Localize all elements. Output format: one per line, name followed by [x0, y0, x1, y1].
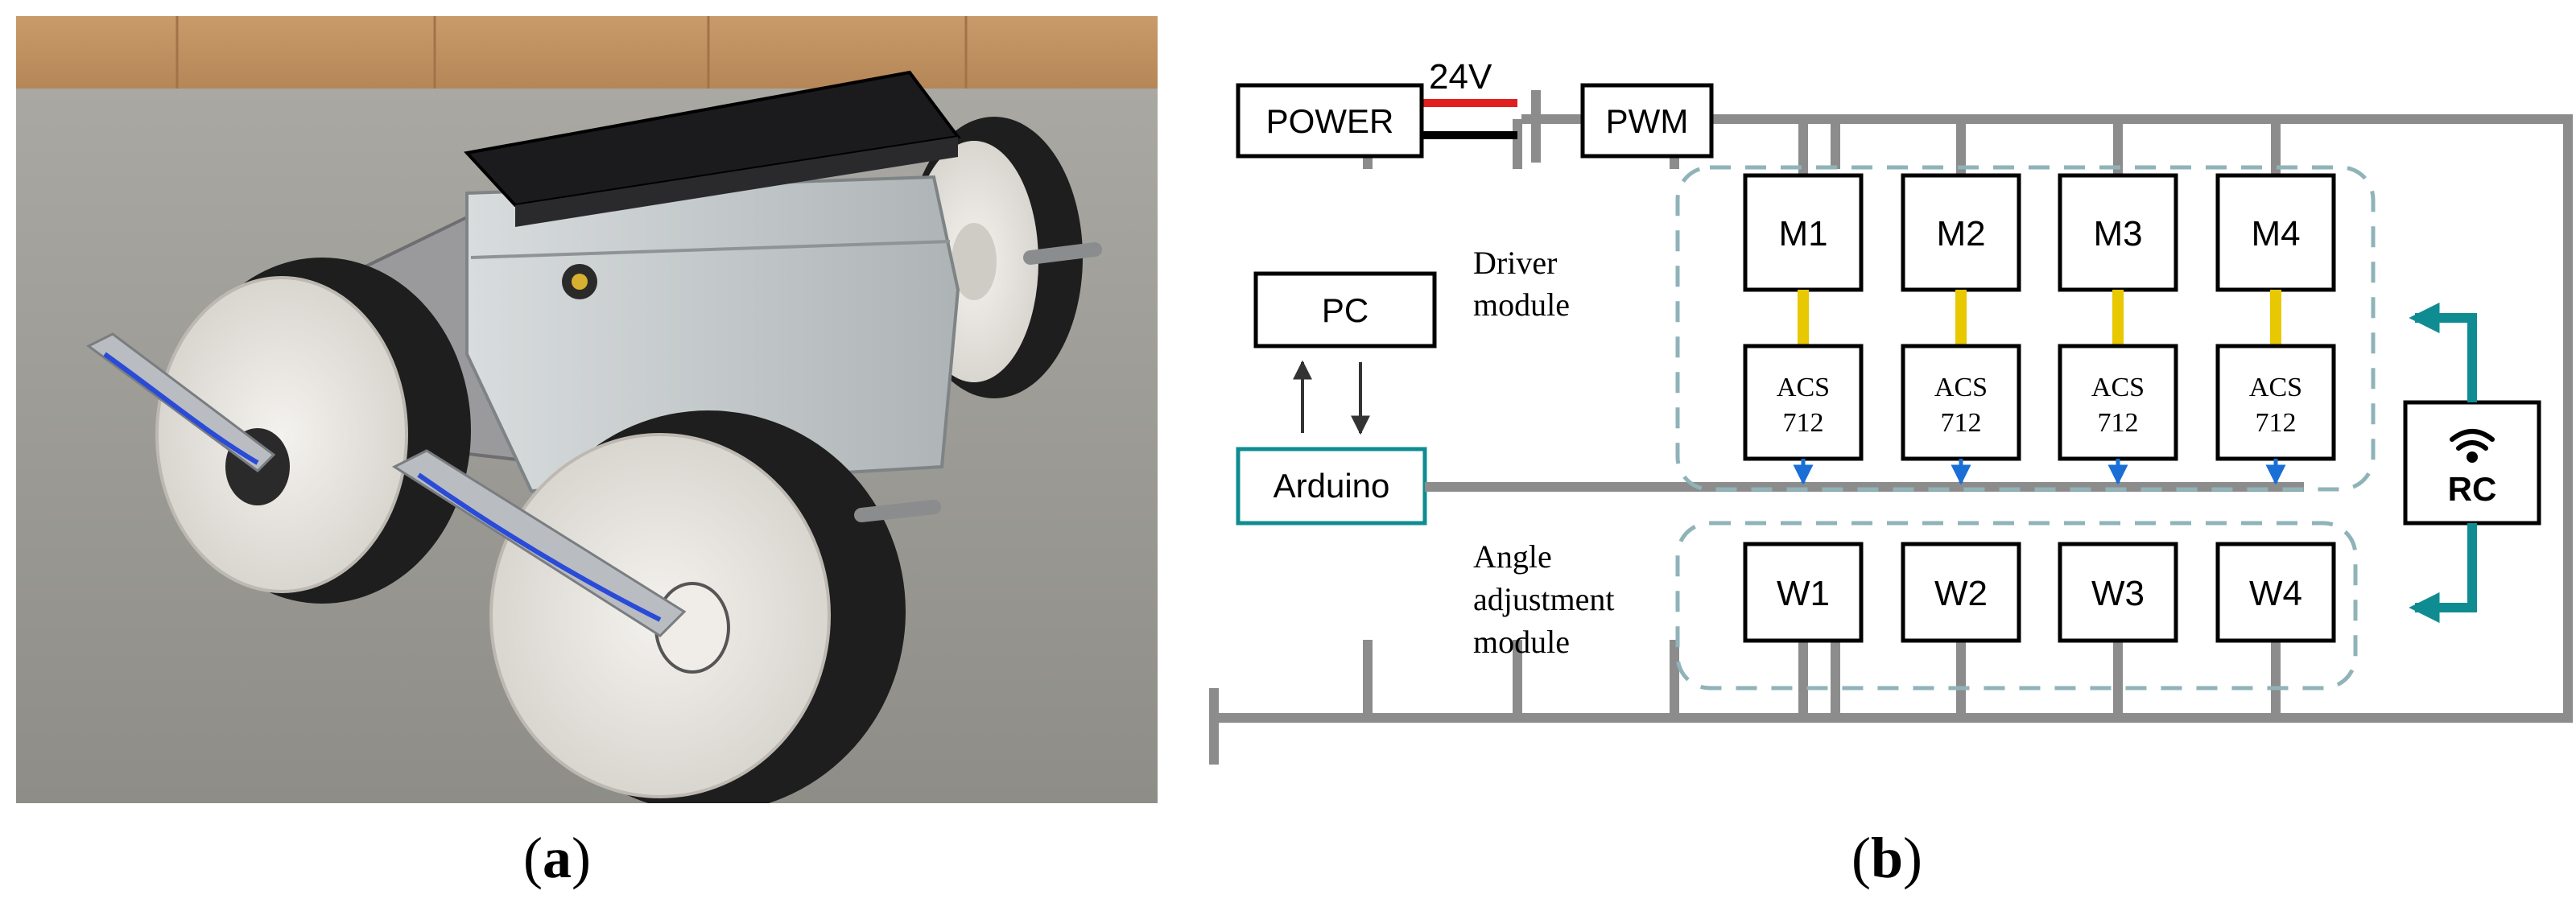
motor-box-1 [1743, 173, 1864, 292]
motor-box-3 [2058, 173, 2178, 292]
left-arm [86, 332, 276, 472]
pwm-box [1580, 83, 1714, 159]
rc-to-angle-arrow [2409, 523, 2477, 624]
caption-a: (a) [523, 826, 591, 890]
motor-box-4 [2215, 173, 2336, 292]
pc-box [1253, 271, 1437, 348]
sensor-label-1-line1: ACS [1777, 373, 1830, 402]
driver-module-label-line2: module [1473, 287, 1570, 323]
sensor-label-3-line1: ACS [2091, 373, 2145, 402]
right-cable [417, 472, 662, 622]
angle-module-label-line3: module [1473, 624, 1570, 660]
power-label: POWER [1266, 102, 1394, 140]
right-arm [391, 449, 687, 637]
wheel-box-3 [2058, 542, 2178, 643]
voltage-label: 24V [1429, 57, 1492, 97]
motor-label-3: M3 [2093, 214, 2142, 254]
sensor-label-2-line2: 712 [1941, 408, 1982, 438]
motor-label-1: M1 [1778, 214, 1827, 254]
power-box [1236, 83, 1424, 159]
angle-module-frame [1675, 521, 2358, 691]
rc-to-driver-arrow [2409, 302, 2477, 402]
driver-module-label-line1: Driver [1473, 245, 1557, 281]
sensor-label-3-line2: 712 [2098, 408, 2139, 438]
laptop-edge [515, 137, 958, 227]
angle-module-label-line2: adjustment [1473, 581, 1615, 617]
front-axle-rod [854, 500, 941, 522]
pwm-label: PWM [1606, 102, 1689, 140]
motor-box-2 [1901, 173, 2021, 292]
sensor-box-4 [2215, 344, 2336, 461]
rc-label: RC [2448, 470, 2497, 508]
wheel-box-2 [1901, 542, 2021, 643]
sensor-row: ACS 712 ACS 712 ACS 712 ACS 712 [1743, 344, 2336, 461]
wheel-label-1: W1 [1777, 574, 1830, 613]
left-cable [103, 352, 259, 465]
wheel-box-1 [1743, 542, 1864, 643]
sensor-label-4-line2: 712 [2256, 408, 2297, 438]
wheel-label-2: W2 [1934, 574, 1988, 613]
motor-label-2: M2 [1936, 214, 1985, 254]
arduino-box [1236, 447, 1427, 526]
wall-background [16, 16, 1158, 89]
wheel-row: W1 W2 W3 W4 [1743, 542, 2336, 643]
motor-row: M1 M2 M3 M4 [1743, 173, 2336, 292]
motor-label-4: M4 [2251, 214, 2300, 254]
wheel-box-4 [2215, 542, 2336, 643]
wifi-icon [2450, 429, 2495, 463]
electronics-box [465, 175, 960, 493]
pc-label: PC [1322, 291, 1368, 329]
sensor-box-2 [1901, 344, 2021, 461]
angle-module-label-line1: Angle [1473, 538, 1552, 575]
caption-b: (b) [1852, 826, 1923, 890]
front-left-wheel [155, 258, 471, 604]
wheel-label-4: W4 [2249, 574, 2302, 613]
arduino-label: Arduino [1274, 467, 1390, 505]
sensor-label-1-line2: 712 [1783, 408, 1824, 438]
sensor-label-2-line1: ACS [1934, 373, 1988, 402]
robot-photo [16, 16, 1158, 803]
sensor-box-3 [2058, 344, 2178, 461]
rear-axle-rod [1023, 242, 1102, 265]
block-diagram: 24V POWER PWM Driver module PC Arduino M… [1208, 32, 2576, 805]
sensor-label-4-line1: ACS [2249, 373, 2302, 402]
sensor-box-1 [1743, 344, 1864, 461]
wheel-label-3: W3 [2091, 574, 2145, 613]
